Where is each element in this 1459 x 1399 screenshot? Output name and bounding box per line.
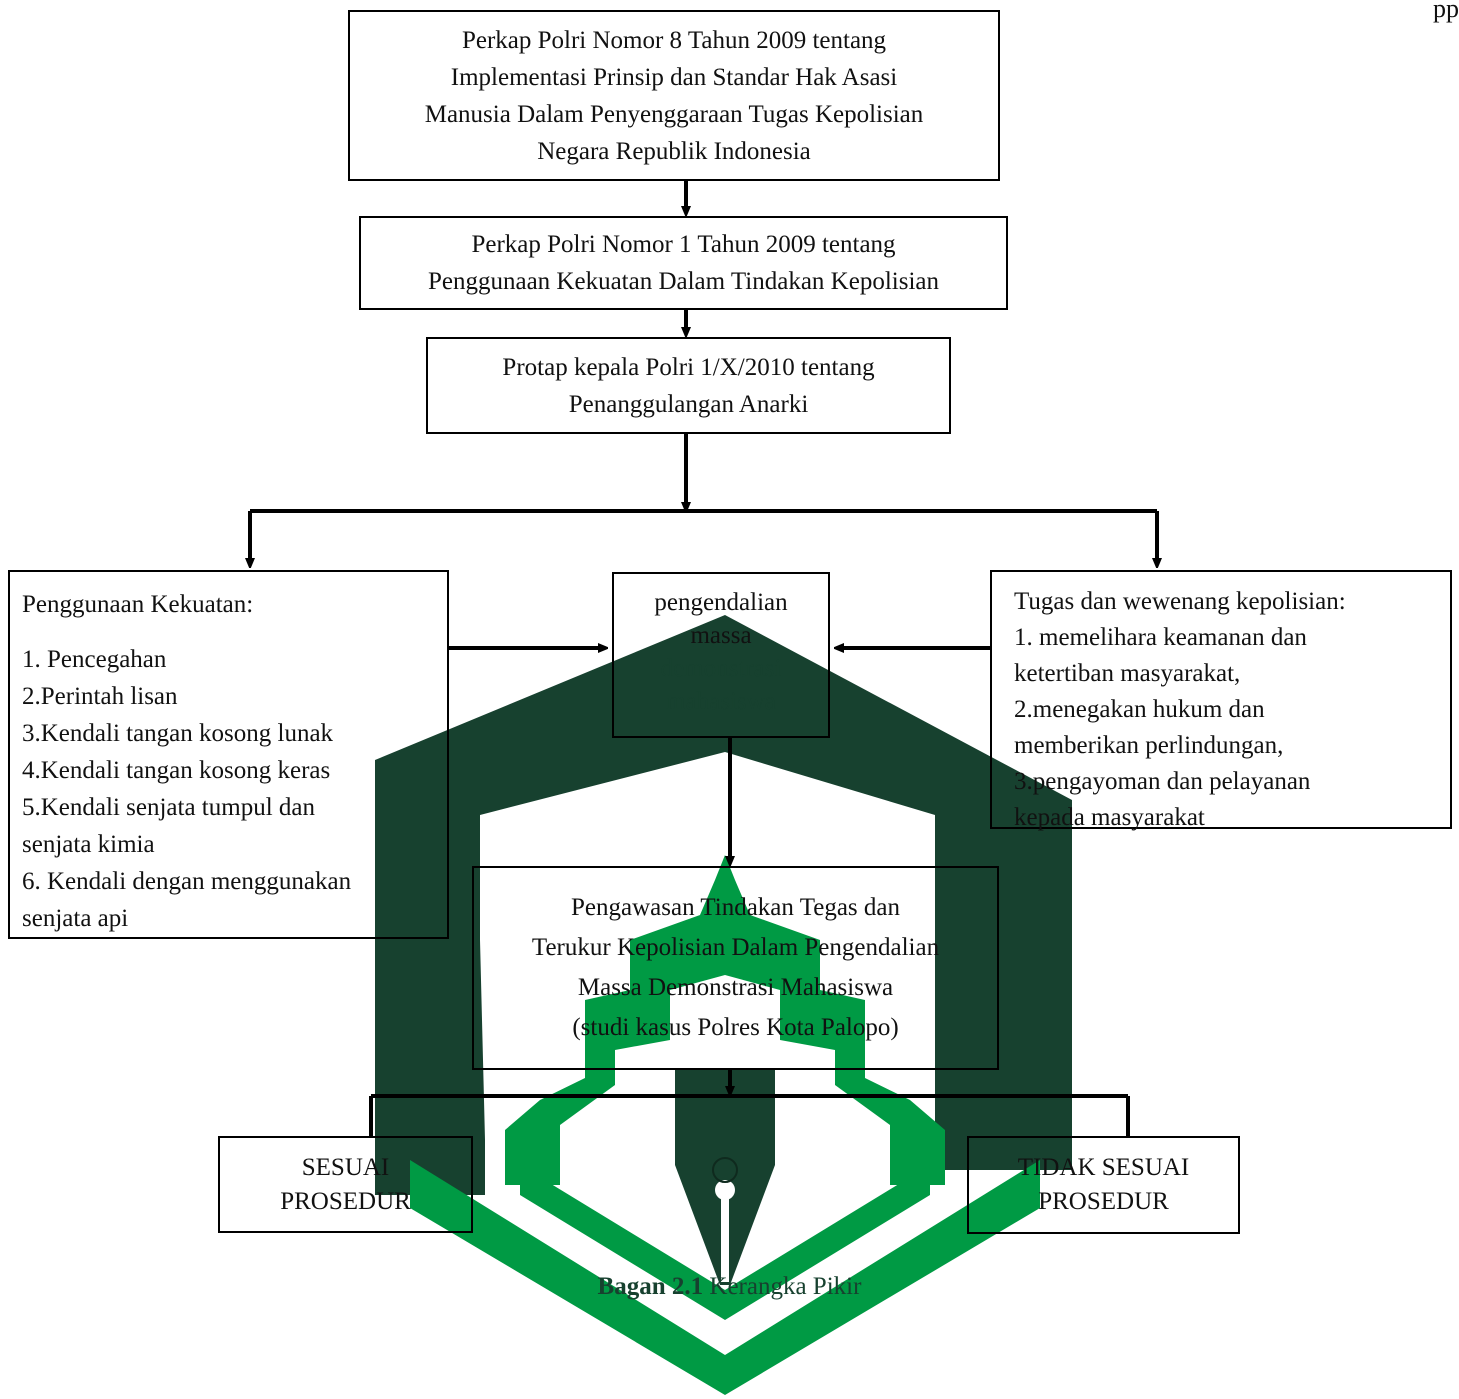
box-line: PROSEDUR	[280, 1187, 411, 1215]
box-title: Penggunaan Kekuatan:	[22, 591, 254, 618]
list-item: 2.menegakan hukum dan	[1014, 696, 1265, 723]
list-item: 4.Kendali tangan kosong keras	[22, 757, 331, 784]
box-tidak-sesuai-prosedur: TIDAK SESUAI PROSEDUR	[967, 1136, 1240, 1234]
box-tugas-wewenang: Tugas dan wewenang kepolisian: 1. memeli…	[990, 570, 1452, 831]
box-line: Perkap Polri Nomor 1 Tahun 2009 tentang	[471, 231, 896, 258]
box-sesuai-prosedur: SESUAI PROSEDUR	[218, 1136, 473, 1233]
box-line: SESUAI	[301, 1153, 390, 1181]
box-line: pengendalian	[654, 589, 788, 616]
box-pengendalian-massa: pengendalian massa demonstrasi mahasiswa	[612, 572, 830, 738]
box-line: PROSEDUR	[1038, 1188, 1169, 1215]
box-line: TIDAK SESUAI	[1017, 1154, 1190, 1181]
caption-label: Bagan 2.1	[597, 1273, 704, 1300]
box-line: Pengawasan Tindakan Tegas dan	[571, 894, 900, 921]
box-line: Protap kepala Polri 1/X/2010 tentang	[502, 353, 875, 381]
box-penggunaan-kekuatan: Penggunaan Kekuatan: 1. Pencegahan 2.Per…	[8, 570, 449, 939]
box-line: Negara Republik Indonesia	[537, 137, 811, 165]
box-pengawasan: Pengawasan Tindakan Tegas dan Terukur Ke…	[472, 866, 999, 1070]
list-item: 6. Kendali dengan menggunakan	[22, 868, 352, 895]
watermark-dark-hexagon	[375, 615, 1072, 1195]
list-item: senjata kimia	[22, 831, 155, 858]
box-line: Penanggulangan Anarki	[568, 390, 809, 418]
box-line: Penggunaan Kekuatan Dalam Tindakan Kepol…	[427, 268, 939, 295]
list-item: 3.pengayoman dan pelayanan	[1014, 768, 1311, 795]
box-line: Massa Demonstrasi Mahasiswa	[577, 974, 894, 1001]
watermark-pen-slit	[721, 1190, 729, 1282]
watermark-green-inner	[520, 1165, 930, 1320]
list-item: 1. memelihara keamanan dan	[1014, 624, 1307, 651]
watermark-pen-nib	[675, 1068, 775, 1285]
box-perkap-8-2009: Perkap Polri Nomor 8 Tahun 2009 tentang …	[348, 10, 1000, 181]
box-line: Implementasi Prinsip dan Standar Hak Asa…	[450, 63, 898, 91]
box-line: Terukur Kepolisian Dalam Pengendalian	[531, 934, 940, 961]
box-line: mahasiswa	[666, 688, 776, 715]
caption-text: Kerangka Pikir	[703, 1273, 862, 1300]
list-item: 3.Kendali tangan kosong lunak	[22, 720, 334, 747]
box-line: Perkap Polri Nomor 8 Tahun 2009 tentang	[461, 26, 887, 54]
list-item: 1. Pencegahan	[22, 646, 167, 673]
list-item: memberikan perlindungan,	[1014, 732, 1284, 759]
page-number: pp	[1433, 0, 1459, 23]
watermark-pen-hole	[715, 1180, 735, 1200]
list-item: kepada masyarakat	[1014, 804, 1205, 831]
box-protap-anarki: Protap kepala Polri 1/X/2010 tentang Pen…	[426, 337, 951, 434]
box-line: massa	[690, 622, 752, 649]
figure-caption: Bagan 2.1 Kerangka Pikir	[0, 1273, 1459, 1301]
list-item: senjata api	[22, 905, 129, 932]
box-line: Manusia Dalam Penyenggaraan Tugas Kepoli…	[424, 100, 924, 128]
list-item: 2.Perintah lisan	[22, 683, 178, 710]
list-item: 5.Kendali senjata tumpul dan	[22, 794, 315, 821]
watermark-green-chevron	[410, 1160, 1040, 1395]
box-perkap-1-2009: Perkap Polri Nomor 1 Tahun 2009 tentang …	[359, 216, 1008, 310]
watermark-dome	[711, 894, 739, 922]
box-line: demonstrasi	[660, 655, 782, 682]
list-item: ketertiban masyarakat,	[1014, 660, 1241, 687]
box-title: Tugas dan wewenang kepolisian:	[1014, 588, 1346, 615]
box-line: (studi kasus Polres Kota Palopo)	[572, 1014, 899, 1041]
